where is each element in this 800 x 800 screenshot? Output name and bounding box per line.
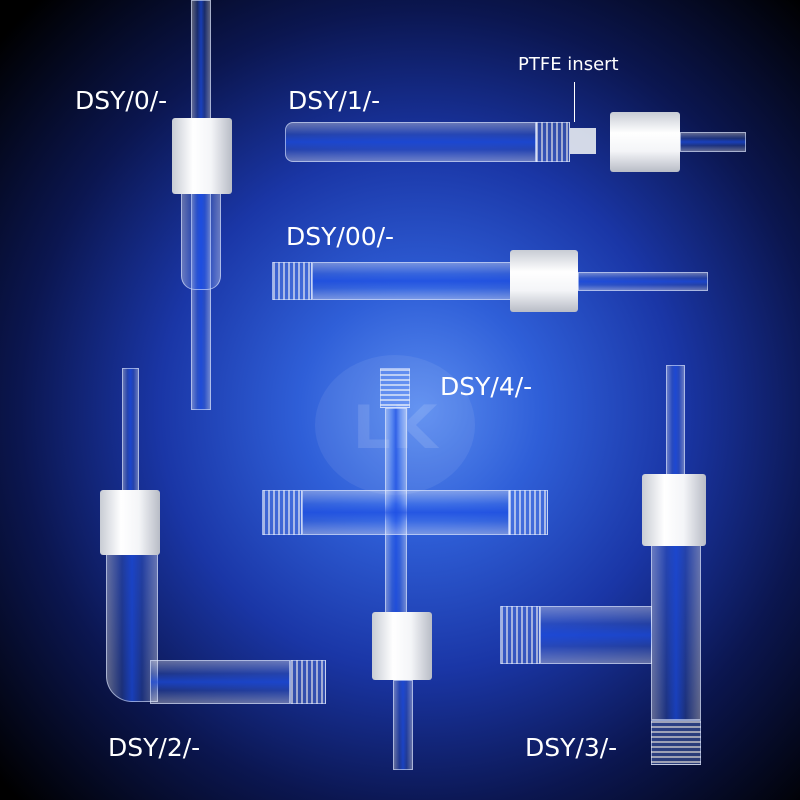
threaded-end [272, 262, 312, 300]
glass-tube-thin [578, 272, 708, 291]
label-ptfe-insert: PTFE insert [518, 54, 619, 75]
label-dsy-00: DSY/00/- [286, 222, 395, 251]
glass-tube-thin [122, 368, 139, 493]
glass-tube [302, 490, 510, 535]
screw-cap [172, 118, 232, 194]
threaded-end [651, 720, 701, 765]
label-dsy-2: DSY/2/- [108, 733, 201, 762]
ptfe-insert [570, 128, 596, 154]
label-dsy-4: DSY/4/- [440, 372, 533, 401]
glass-tube [312, 262, 512, 300]
glass-side-arm [540, 606, 652, 664]
glass-tube [285, 122, 537, 162]
screw-cap [610, 112, 680, 172]
glass-body [181, 190, 221, 290]
threaded-end [290, 660, 326, 704]
threaded-end [262, 490, 302, 535]
screw-cap [642, 474, 706, 546]
threaded-end [500, 606, 540, 664]
glass-elbow [106, 552, 158, 702]
glass-tube-thin [680, 132, 746, 152]
glass-tube-thin [393, 680, 413, 770]
threaded-end [535, 122, 570, 162]
screw-cap [100, 490, 160, 555]
screw-cap [372, 612, 432, 680]
glass-tube-thin [666, 365, 685, 477]
glass-tube [150, 660, 290, 704]
label-dsy-0: DSY/0/- [75, 86, 168, 115]
threaded-end [508, 490, 548, 535]
label-dsy-1: DSY/1/- [288, 86, 381, 115]
screw-cap [510, 250, 578, 312]
ptfe-pointer-line [574, 82, 575, 122]
threaded-end [380, 368, 410, 408]
glass-body [651, 545, 701, 720]
label-dsy-3: DSY/3/- [525, 733, 618, 762]
